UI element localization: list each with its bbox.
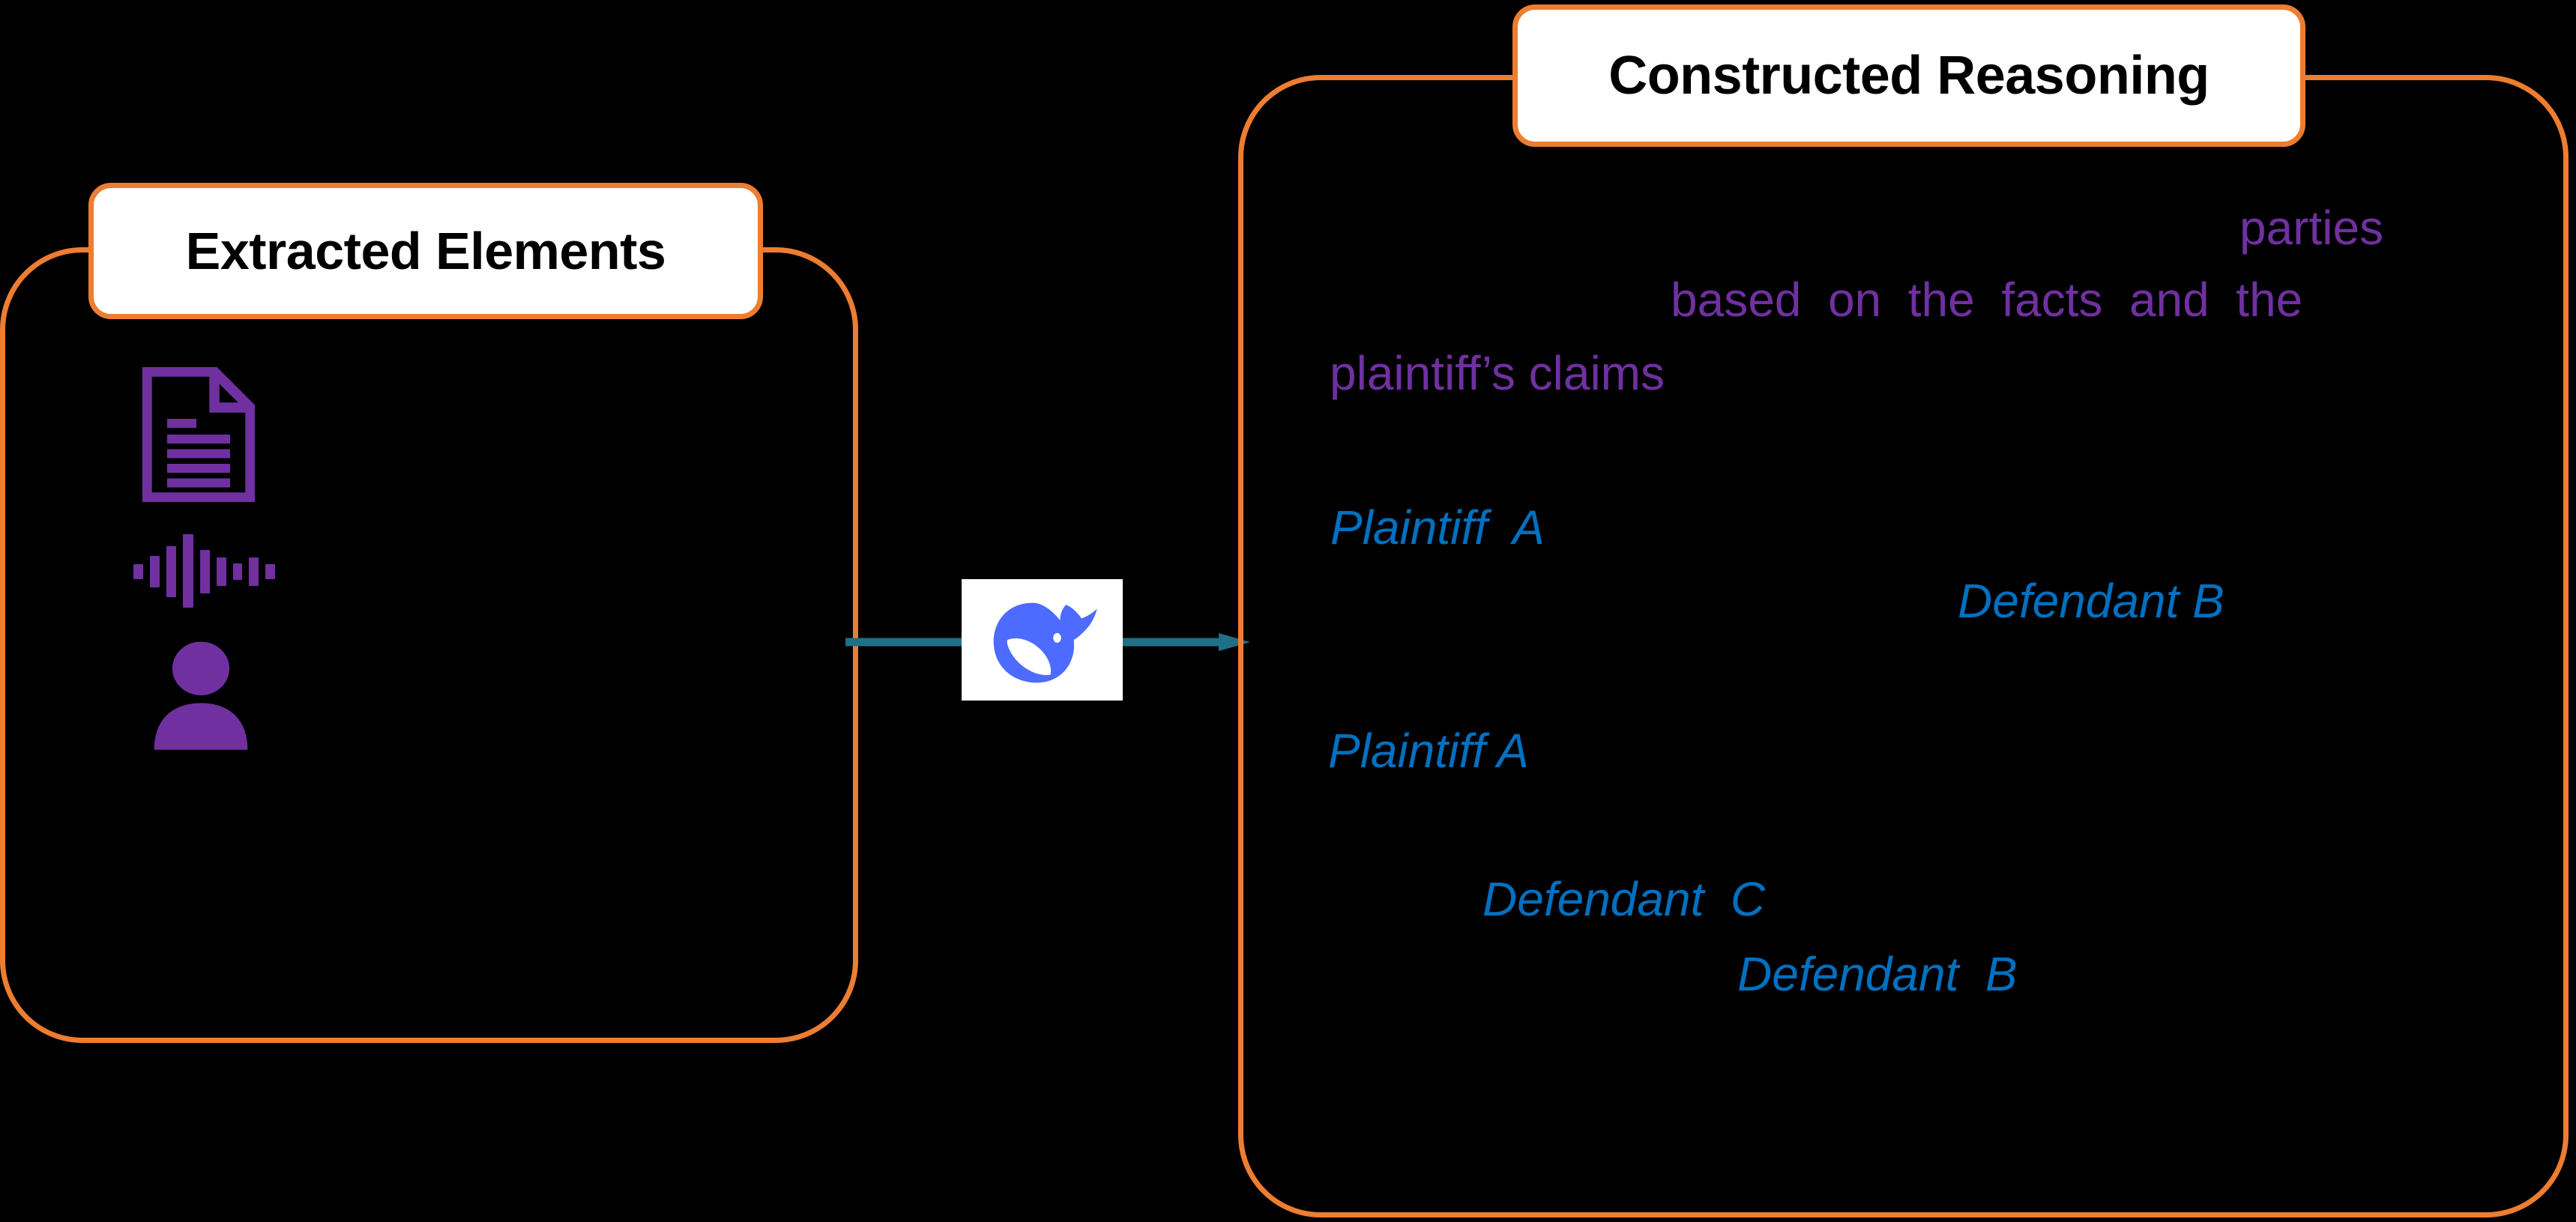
extracted-elements-panel [0,247,858,1043]
person-icon [142,639,337,755]
reasoning-entity-plaintiff-a-1: Plaintiff A [1330,500,1545,554]
extracted-elements-icon-stack [133,366,337,781]
constructed-reasoning-title-chip: Constructed Reasoning [1512,4,2305,147]
reasoning-entity-defendant-b-2: Defendant B [1737,947,2018,1001]
reasoning-entity-plaintiff-a-2: Plaintiff A [1328,724,1529,778]
audio-waveform-icon [133,531,337,614]
reasoning-entity-defendant-b-1: Defendant B [1958,574,2224,628]
extracted-elements-title: Extracted Elements [185,222,666,280]
deepseek-whale-logo [962,579,1123,701]
reasoning-line-based-on-facts: based on the facts and the [1671,273,2303,327]
constructed-reasoning-title: Constructed Reasoning [1608,46,2209,106]
extracted-elements-title-chip: Extracted Elements [88,183,763,319]
reasoning-line-parties: parties [2239,201,2384,255]
reasoning-line-plaintiffs-claims: plaintiff’s claims [1330,346,1665,400]
document-icon [142,366,337,506]
reasoning-entity-defendant-c: Defendant C [1482,872,1766,926]
